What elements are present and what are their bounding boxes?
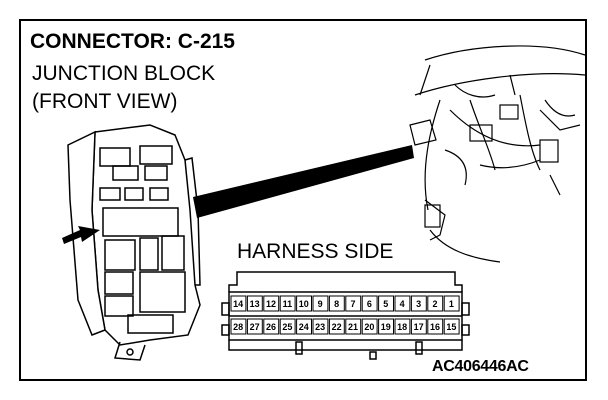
pin-cell [394, 318, 411, 335]
pin-label: 8 [334, 299, 340, 309]
pin-label: 5 [383, 299, 389, 309]
pin-cell [443, 295, 460, 312]
pin-label: 17 [413, 322, 424, 332]
pin-cell [394, 295, 411, 312]
pin-cell [378, 295, 395, 312]
pin-label: 25 [282, 322, 293, 332]
pin-cell [410, 295, 427, 312]
pin-label: 6 [366, 299, 372, 309]
pin-label: 20 [364, 322, 375, 332]
pin-cell [328, 318, 345, 335]
pin-label: 22 [331, 322, 342, 332]
pin-cell [378, 318, 395, 335]
pin-label: 2 [432, 299, 438, 309]
pin-cell [230, 318, 247, 335]
pin-cell [246, 318, 263, 335]
pin-label: 1 [448, 299, 454, 309]
pin-cell [246, 295, 263, 312]
pin-label: 18 [397, 322, 408, 332]
pin-cell [345, 295, 362, 312]
pin-cell [443, 318, 460, 335]
pin-label: 16 [429, 322, 440, 332]
subtitle-line-2: (FRONT VIEW) [32, 90, 178, 113]
pin-cell [328, 295, 345, 312]
pin-cell [296, 318, 313, 335]
pin-cell [410, 318, 427, 335]
figure-code: AC406446AC [432, 358, 529, 375]
pin-label: 3 [416, 299, 422, 309]
diagram-frame [19, 19, 587, 381]
pointer-arrow [62, 226, 100, 244]
pin-cell [427, 295, 444, 312]
harness-side-label: HARNESS SIDE [237, 240, 394, 263]
pin-cell [312, 295, 329, 312]
pin-label: 24 [298, 322, 309, 332]
pin-cell [279, 295, 296, 312]
pin-label: 28 [233, 322, 244, 332]
pin-label: 19 [380, 322, 391, 332]
harness-connector-drawing [221, 271, 470, 360]
pin-cell [296, 295, 313, 312]
pin-cell [361, 295, 378, 312]
pin-label: 14 [233, 299, 244, 309]
pin-label: 23 [315, 322, 326, 332]
junction-block-label: JUNCTION BLOCK (FRONT VIEW) [32, 60, 215, 116]
pin-label: 21 [347, 322, 358, 332]
pin-cell [263, 318, 280, 335]
pin-label: 11 [282, 299, 293, 309]
pin-cell [230, 295, 247, 312]
pin-cell [279, 318, 296, 335]
pin-label: 7 [350, 299, 356, 309]
pin-cell [427, 318, 444, 335]
connector-title: CONNECTOR: C-215 [30, 30, 235, 53]
pin-cell [345, 318, 362, 335]
pin-cell [263, 295, 280, 312]
pin-label: 15 [446, 322, 457, 332]
pin-label: 12 [265, 299, 276, 309]
pin-cell [312, 318, 329, 335]
pin-label: 26 [265, 322, 276, 332]
vehicle-wiring-view [409, 45, 586, 263]
pin-label: 10 [298, 299, 309, 309]
pin-label: 9 [317, 299, 323, 309]
pin-label: 13 [249, 299, 260, 309]
junction-block-drawing [67, 124, 201, 361]
pin-cell [361, 318, 378, 335]
pin-label: 4 [399, 299, 405, 309]
callout-beam [193, 145, 414, 218]
pin-grid [230, 295, 460, 335]
subtitle-line-1: JUNCTION BLOCK [32, 62, 216, 85]
pin-label: 27 [249, 322, 260, 332]
